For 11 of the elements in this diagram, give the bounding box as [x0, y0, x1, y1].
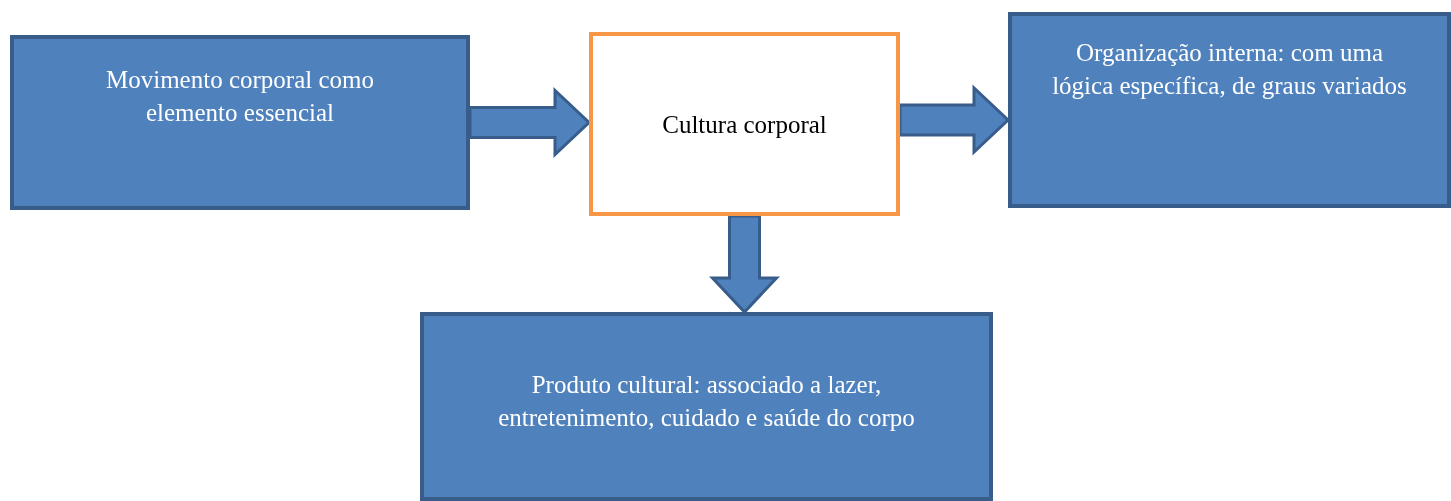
block-arrow — [468, 87, 592, 158]
block-arrow — [709, 214, 780, 315]
process-box — [10, 35, 470, 210]
box-label: Cultura corporal — [661, 109, 828, 140]
process-box — [420, 312, 993, 501]
process-box — [1008, 12, 1451, 208]
box-label: Produto cultural: associado a lazer, entretenimento, cuidado e saúde do corpo — [497, 370, 916, 433]
highlighted-box — [589, 32, 900, 216]
box-label: Movimento corporal como elemento essencial — [105, 65, 375, 128]
block-arrow — [898, 84, 1011, 156]
box-label: Organização interna: com uma lógica específica, de graus variados — [1052, 38, 1407, 101]
